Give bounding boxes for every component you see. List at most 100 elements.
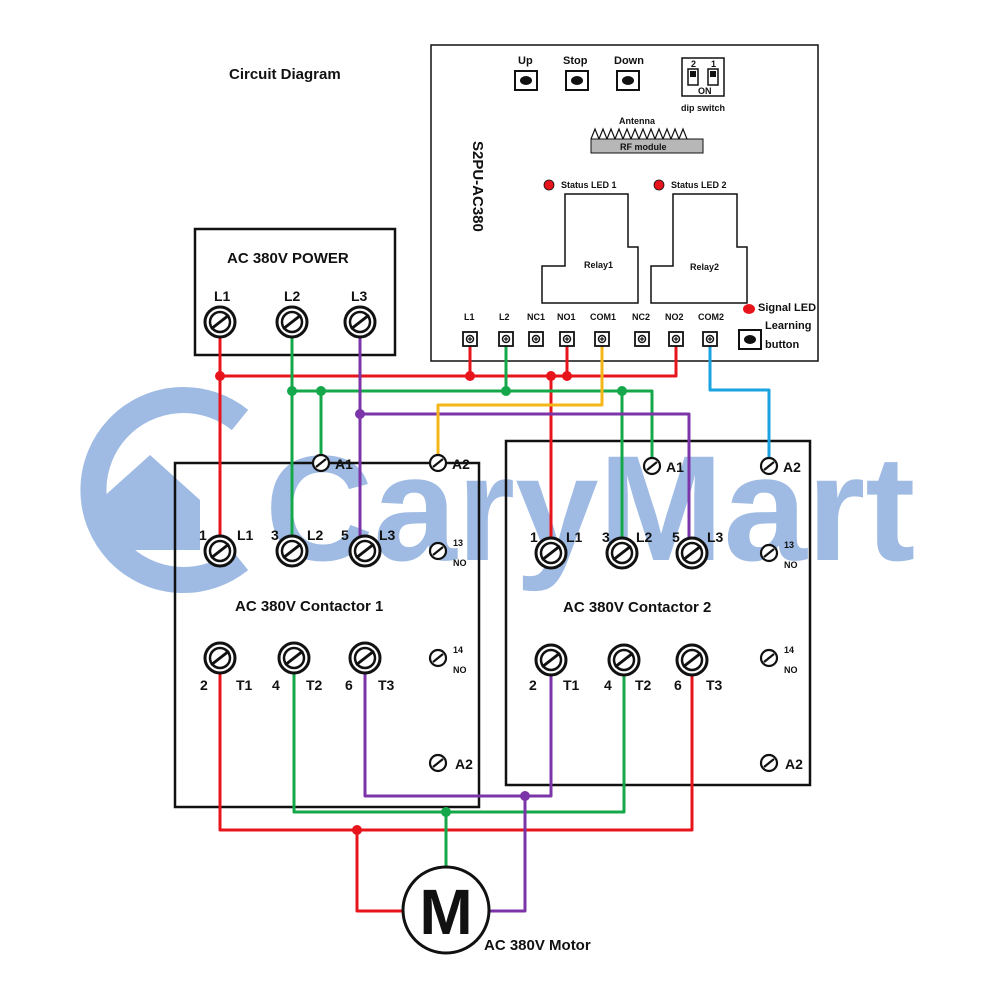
- c1-a1-label: A1: [335, 456, 353, 472]
- stop-button[interactable]: [565, 70, 589, 91]
- c2-a2-top-terminal: [759, 456, 779, 476]
- c2-terminal-1: [534, 536, 568, 570]
- c2-out-label-t1: T1: [563, 677, 580, 693]
- learning-label-2: button: [765, 339, 799, 351]
- wire-t2: [292, 658, 626, 814]
- power-terminal-l1: [203, 305, 237, 339]
- status-led-2-icon: [653, 179, 665, 191]
- ctrl-term-label-no2: NO2: [665, 312, 684, 322]
- ctrl-term-label-nc2: NC2: [632, 312, 650, 322]
- c1-terminal-1: [203, 534, 237, 568]
- motor: M AC 380V Motor: [401, 865, 591, 955]
- dip-switch[interactable]: 2 1 ON: [681, 57, 725, 97]
- c2-out-num-2: 2: [529, 677, 537, 693]
- c1-in-num-3: 3: [271, 527, 279, 543]
- wire-t1: [218, 658, 694, 832]
- ctrl-terminal-no2: [668, 331, 684, 347]
- contactor-1: A1 A2 1 L1 3 L2 5 L3 13 NO AC 380V Conta…: [199, 453, 473, 773]
- contactor-2-box: [504, 439, 812, 787]
- c2-no14-num: 14: [784, 645, 794, 655]
- c2-terminal-4: [607, 643, 641, 677]
- c1-in-label-l3: L3: [379, 527, 396, 543]
- c1-out-num-4: 4: [272, 677, 280, 693]
- c2-a1-label: A1: [666, 459, 684, 475]
- ctrl-term-label-com1: COM1: [590, 312, 616, 322]
- down-button-label: Down: [614, 55, 644, 67]
- watermark-ring: [80, 387, 249, 593]
- motor-label: AC 380V Motor: [484, 937, 591, 954]
- c1-in-num-5: 5: [341, 527, 349, 543]
- down-button[interactable]: [616, 70, 640, 91]
- wire-l2-bus: [292, 389, 654, 466]
- signal-led-label: Signal LED: [758, 302, 816, 314]
- contactor-2-title: AC 380V Contactor 2: [563, 599, 711, 616]
- ctrl-terminal-nc2: [634, 331, 650, 347]
- relay-2: [650, 193, 748, 304]
- dip-number-1: 1: [711, 59, 716, 69]
- junction-dot: [562, 371, 572, 381]
- c1-a2-top-label: A2: [452, 456, 470, 472]
- power-label-l1: L1: [214, 288, 231, 304]
- c2-in-num-1: 1: [530, 529, 538, 545]
- c1-terminal-3: [275, 534, 309, 568]
- antenna-label: Antenna: [619, 116, 656, 126]
- signal-led-icon: [743, 304, 755, 314]
- up-button[interactable]: [514, 70, 538, 91]
- ctrl-terminal-l1: [462, 331, 478, 347]
- rf-module: [590, 138, 704, 154]
- c1-no13-label: NO: [453, 558, 467, 568]
- power-terminal-l2: [275, 305, 309, 339]
- c2-no14-label: NO: [784, 665, 798, 675]
- power-label-l3: L3: [351, 288, 368, 304]
- learning-label: Learning: [765, 320, 811, 332]
- c2-in-label-l3: L3: [707, 529, 724, 545]
- contactor-2: A1 A2 1 L1 3 L2 5 L3 13 NO AC 380V Conta…: [529, 456, 803, 773]
- wire-t1-motor: [355, 830, 405, 913]
- c1-terminal-4: [277, 641, 311, 675]
- c1-terminal-5: [348, 534, 382, 568]
- c2-no13-num: 13: [784, 540, 794, 550]
- c1-out-num-2: 2: [200, 677, 208, 693]
- c1-out-label-t2: T2: [306, 677, 323, 693]
- c2-in-label-l1: L1: [566, 529, 583, 545]
- ctrl-terminal-no1: [559, 331, 575, 347]
- junction-dot: [617, 386, 627, 396]
- status-led-2-label: Status LED 2: [671, 180, 727, 190]
- c2-terminal-6: [675, 643, 709, 677]
- junction-dot: [215, 371, 225, 381]
- controller-board: Up Stop Down 2 1 ON dip switch Antenna R…: [430, 44, 819, 362]
- status-led-1-icon: [543, 179, 555, 191]
- ctrl-terminal-nc1: [528, 331, 544, 347]
- power-label-l2: L2: [284, 288, 301, 304]
- power-title: AC 380V POWER: [227, 250, 349, 267]
- junction-dot: [352, 825, 362, 835]
- up-button-label: Up: [518, 55, 533, 67]
- wire-com2: [708, 339, 771, 466]
- junction-dot: [355, 409, 365, 419]
- learning-button[interactable]: [738, 329, 762, 350]
- stop-button-label: Stop: [563, 55, 588, 67]
- c2-no14-terminal: [759, 648, 779, 668]
- c2-terminal-3: [605, 536, 639, 570]
- c1-a2-bottom-terminal: [428, 753, 448, 773]
- c1-out-label-t1: T1: [236, 677, 253, 693]
- c2-a1-terminal: [642, 456, 662, 476]
- c1-a1-terminal: [311, 453, 331, 473]
- c1-no14-num: 14: [453, 645, 463, 655]
- ctrl-term-label-com2: COM2: [698, 312, 724, 322]
- c2-out-num-4: 4: [604, 677, 612, 693]
- rf-module-label: RF module: [620, 142, 667, 152]
- ctrl-terminal-com2: [702, 331, 718, 347]
- dip-on-label: ON: [698, 86, 712, 96]
- ctrl-terminal-com1: [594, 331, 610, 347]
- c1-in-label-l2: L2: [307, 527, 324, 543]
- c1-no14-terminal: [428, 648, 448, 668]
- wire-com1: [436, 339, 604, 463]
- c2-no13-terminal: [759, 543, 779, 563]
- wires: [218, 322, 771, 913]
- c1-in-label-l1: L1: [237, 527, 254, 543]
- motor-symbol: M: [419, 876, 472, 948]
- c2-out-num-6: 6: [674, 677, 682, 693]
- status-led-1-label: Status LED 1: [561, 180, 617, 190]
